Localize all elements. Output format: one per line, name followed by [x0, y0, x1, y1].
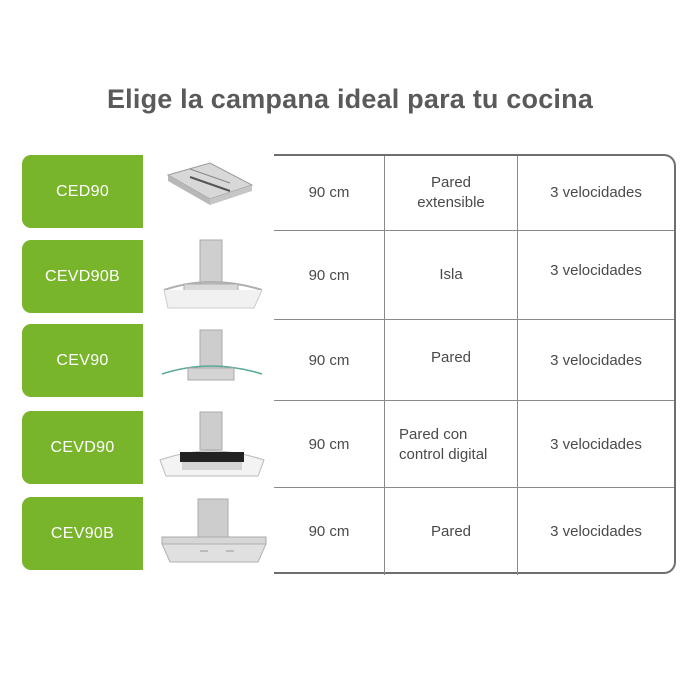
table-row: 90 cm Pared 3 velocidades: [274, 319, 674, 401]
model-label-cev90: CEV90: [22, 324, 143, 397]
speeds-cell: 3 velocidades: [550, 522, 642, 540]
table-row: 90 cm Pared 3 velocidades: [274, 487, 674, 575]
table-row: 90 cm Pared con control digital 3 veloci…: [274, 400, 674, 488]
extractor-hood-telescopic-icon: [150, 155, 270, 230]
extractor-hood-chimney-icon: [150, 497, 270, 572]
comparison-table: 90 cm Pared extensible 3 velocidades 90 …: [274, 154, 676, 575]
size-cell: 90 cm: [274, 231, 385, 320]
model-label-cev90b: CEV90B: [22, 497, 143, 570]
model-label-cevd90b: CEVD90B: [22, 240, 143, 313]
model-label-ced90: CED90: [22, 155, 143, 228]
table-row: 90 cm Isla 3 velocidades: [274, 230, 674, 320]
speeds-cell: 3 velocidades: [550, 351, 642, 369]
size-cell: 90 cm: [274, 488, 385, 575]
size-cell: 90 cm: [274, 401, 385, 488]
speeds-cell: 3 velocidades: [550, 184, 642, 201]
type-cell: Isla: [385, 231, 518, 320]
type-cell: Pared extensible: [385, 156, 518, 230]
speeds-cell: 3 velocidades: [550, 435, 642, 453]
extractor-hood-wall-glass-icon: [150, 324, 270, 399]
table-row: 90 cm Pared extensible 3 velocidades: [274, 156, 674, 230]
type-cell: Pared con control digital: [385, 401, 518, 488]
size-cell: 90 cm: [274, 156, 385, 230]
extractor-hood-digital-glass-icon: [150, 410, 270, 485]
speeds-cell: 3 velocidades: [550, 261, 642, 279]
model-label-cevd90: CEVD90: [22, 411, 143, 484]
type-cell: Pared: [385, 320, 518, 401]
page-title: Elige la campana ideal para tu cocina: [106, 84, 594, 114]
type-cell: Pared: [385, 488, 518, 575]
extractor-hood-island-glass-icon: [150, 238, 270, 313]
size-cell: 90 cm: [274, 320, 385, 401]
